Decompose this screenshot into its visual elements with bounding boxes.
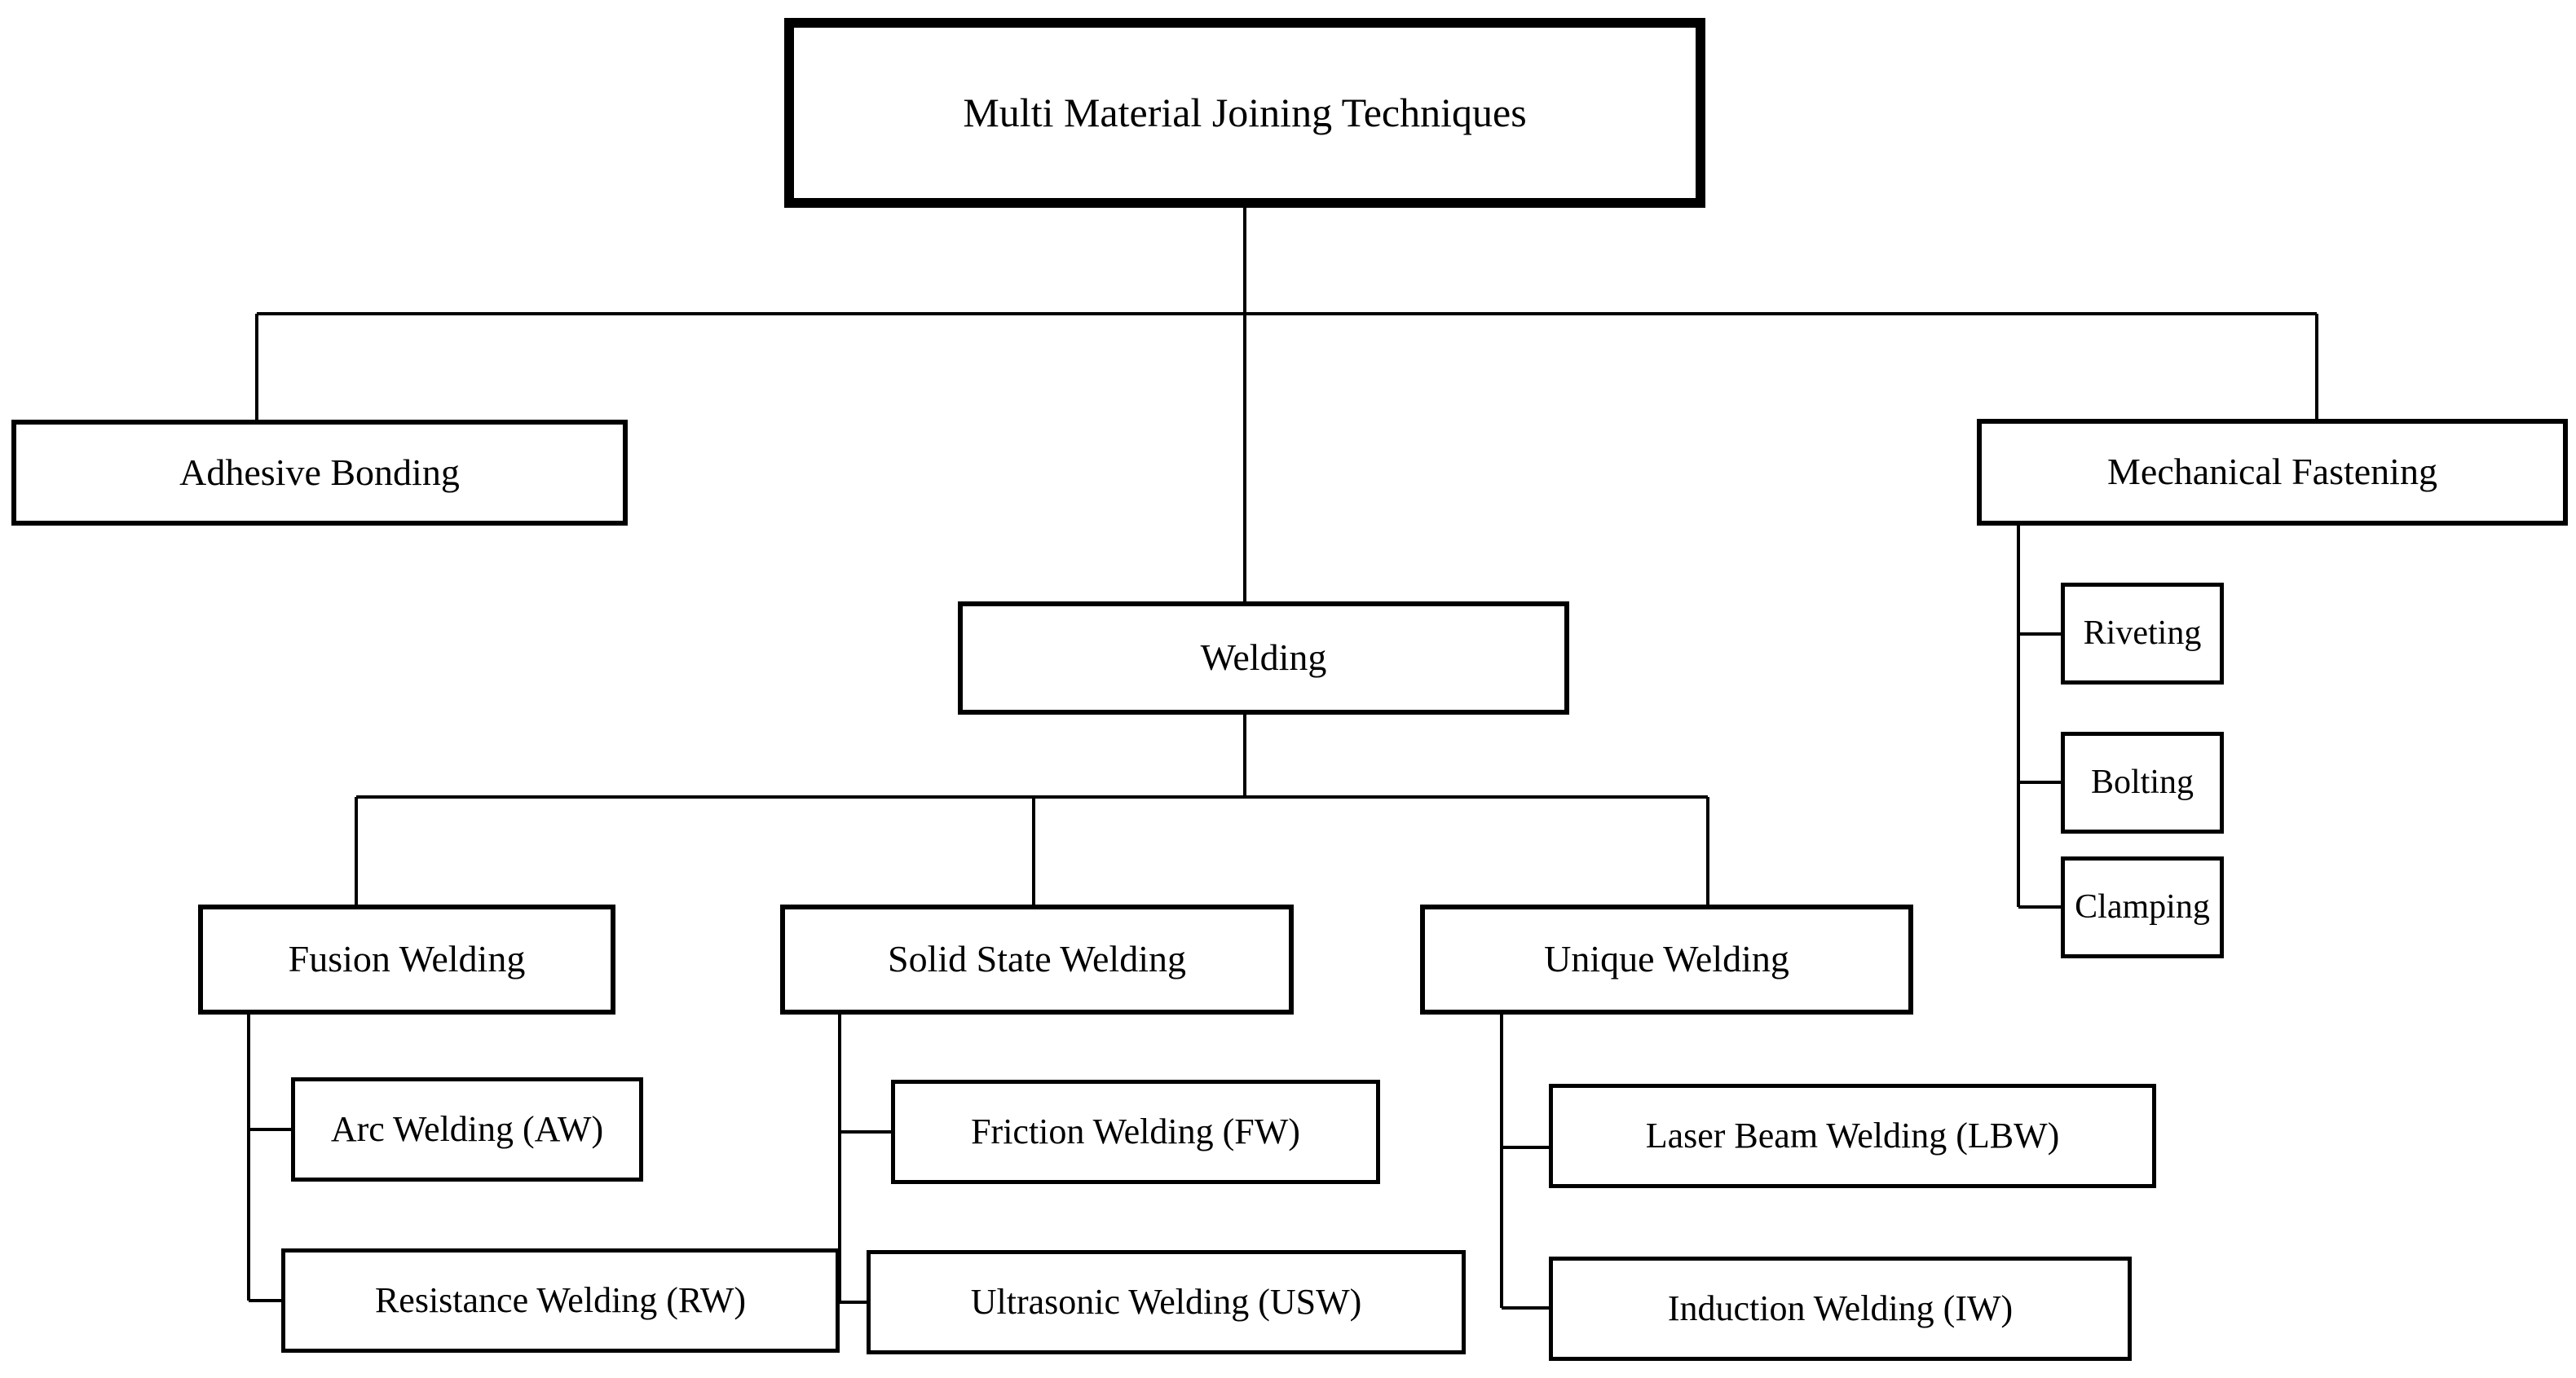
node-mechanical-fastening-label: Mechanical Fastening	[2107, 451, 2437, 493]
node-induction-welding-label: Induction Welding (IW)	[1667, 1288, 2014, 1328]
node-laser-beam-welding[interactable]: Laser Beam Welding (LBW)	[1549, 1084, 2156, 1188]
node-adhesive-bonding[interactable]: Adhesive Bonding	[11, 420, 628, 526]
node-arc-welding-label: Arc Welding (AW)	[330, 1108, 604, 1149]
node-solid-state-welding-label: Solid State Welding	[887, 938, 1186, 980]
node-riveting[interactable]: Riveting	[2061, 583, 2224, 685]
node-fusion-welding-label: Fusion Welding	[288, 938, 526, 980]
node-adhesive-bonding-label: Adhesive Bonding	[179, 451, 460, 493]
node-ultrasonic-welding-label: Ultrasonic Welding (USW)	[970, 1281, 1362, 1322]
node-root[interactable]: Multi Material Joining Techniques	[784, 18, 1705, 208]
node-unique-welding-label: Unique Welding	[1544, 938, 1789, 980]
node-welding[interactable]: Welding	[958, 601, 1569, 715]
node-solid-state-welding[interactable]: Solid State Welding	[780, 905, 1294, 1015]
node-induction-welding[interactable]: Induction Welding (IW)	[1549, 1257, 2132, 1361]
node-bolting-label: Bolting	[2090, 764, 2194, 802]
node-resistance-welding[interactable]: Resistance Welding (RW)	[281, 1248, 840, 1353]
node-ultrasonic-welding[interactable]: Ultrasonic Welding (USW)	[867, 1250, 1466, 1354]
node-unique-welding[interactable]: Unique Welding	[1420, 905, 1913, 1015]
node-resistance-welding-label: Resistance Welding (RW)	[374, 1279, 747, 1320]
node-bolting[interactable]: Bolting	[2061, 732, 2224, 834]
node-friction-welding[interactable]: Friction Welding (FW)	[891, 1080, 1380, 1184]
node-clamping-label: Clamping	[2075, 888, 2210, 927]
node-clamping[interactable]: Clamping	[2061, 856, 2224, 958]
node-riveting-label: Riveting	[2083, 614, 2202, 653]
node-arc-welding[interactable]: Arc Welding (AW)	[291, 1077, 643, 1182]
node-fusion-welding[interactable]: Fusion Welding	[198, 905, 615, 1015]
node-mechanical-fastening[interactable]: Mechanical Fastening	[1977, 419, 2568, 526]
node-friction-welding-label: Friction Welding (FW)	[971, 1111, 1300, 1151]
node-root-label: Multi Material Joining Techniques	[963, 90, 1527, 136]
node-welding-label: Welding	[1200, 636, 1327, 679]
node-laser-beam-welding-label: Laser Beam Welding (LBW)	[1645, 1115, 2060, 1156]
